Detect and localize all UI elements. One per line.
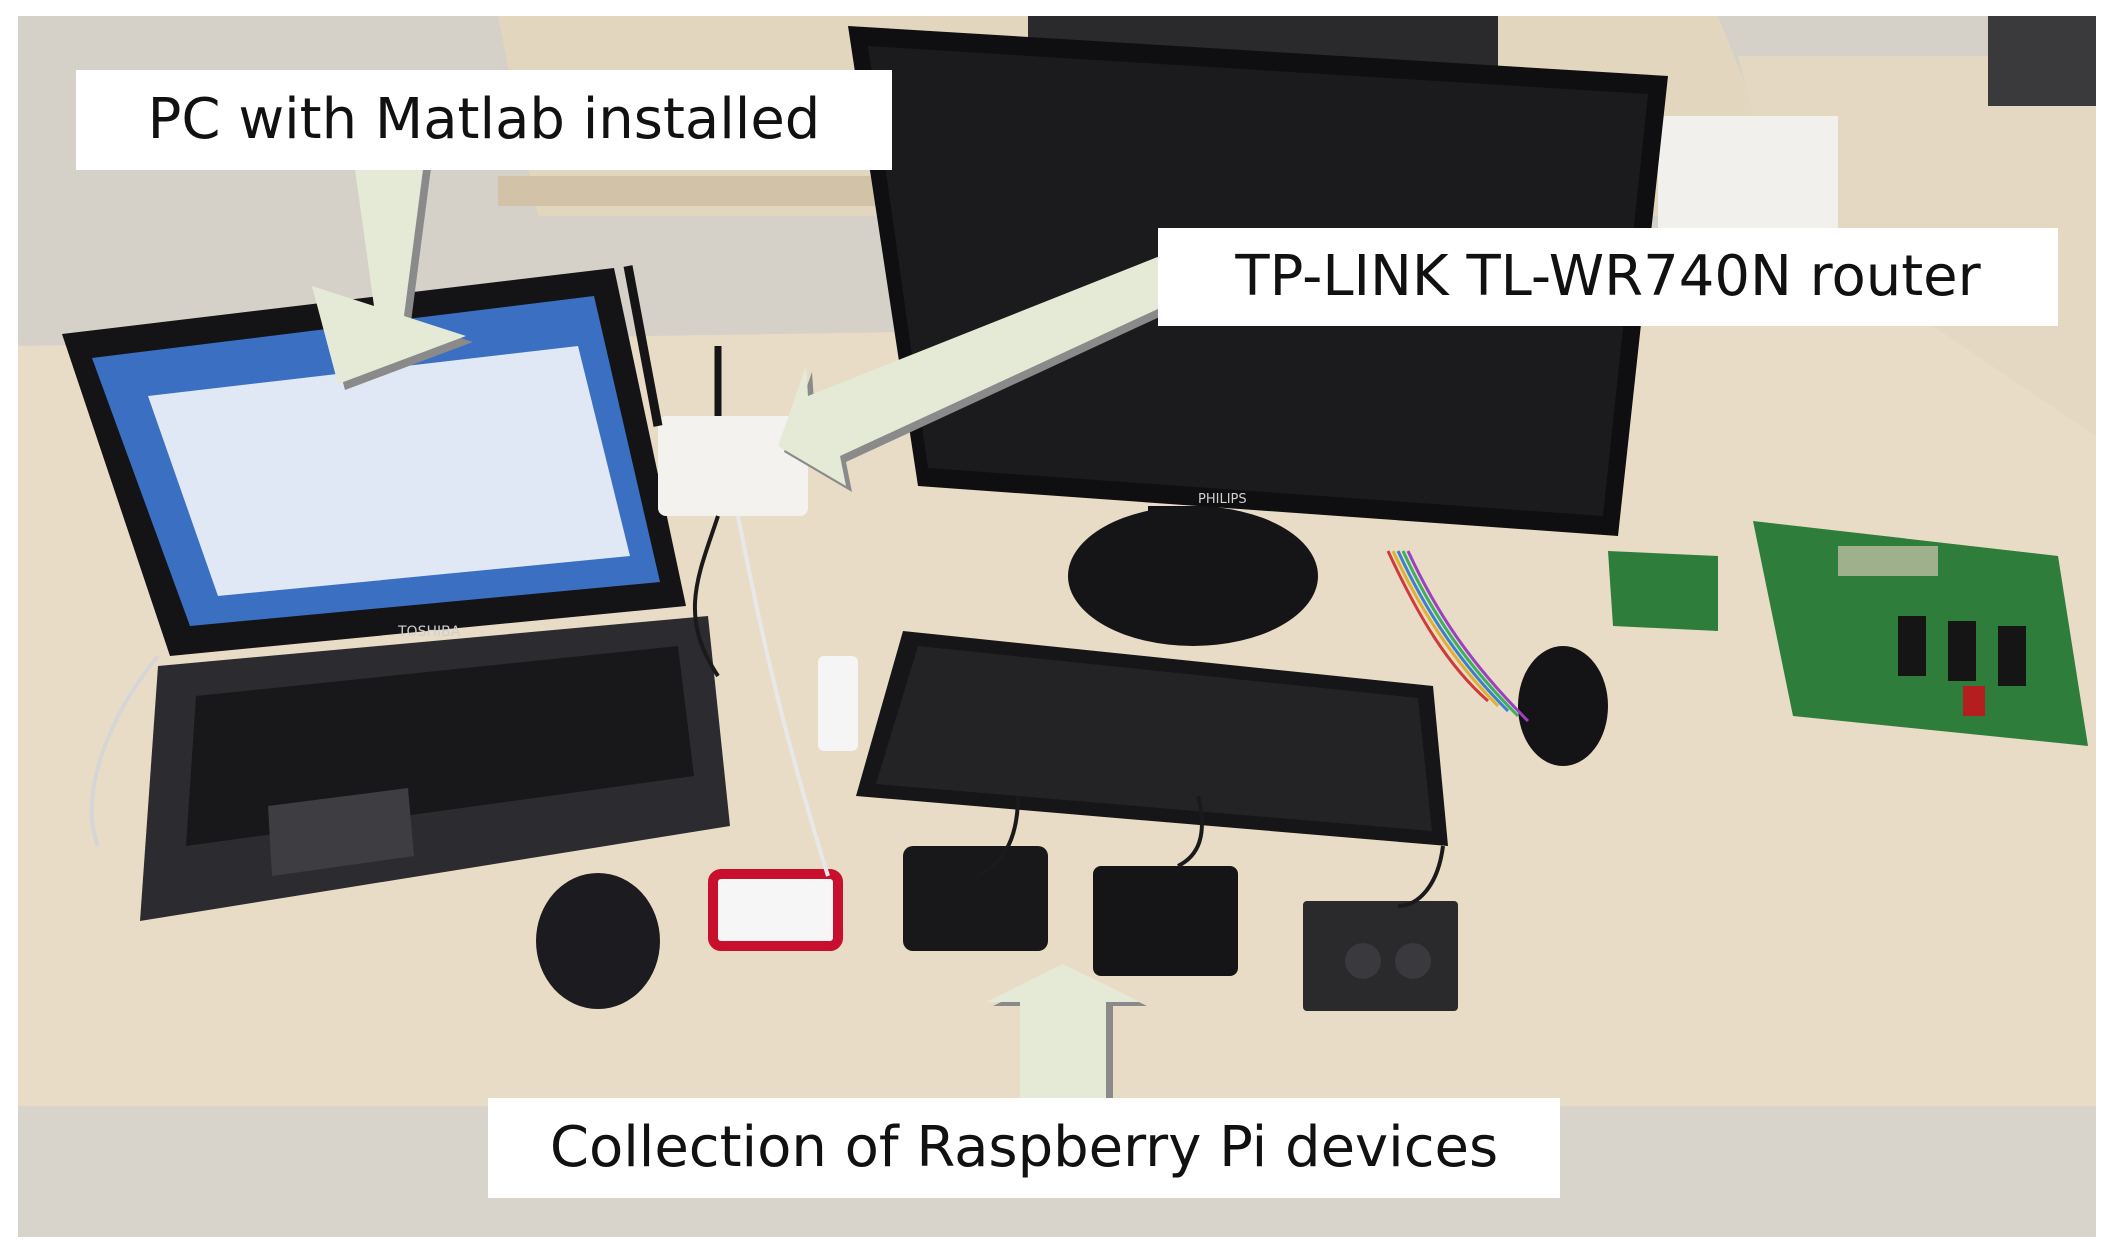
arrow-to-pc-body [312,162,466,384]
keyboard-keys [876,646,1432,831]
laptop-brand: TOSHIBA [397,624,461,640]
arrow-to-raspberry-pi-body [986,964,1140,1098]
cables [89,515,1445,908]
mouse-left [536,873,660,1009]
usb-hub [818,656,858,751]
label-pc-with-matlab: PC with Matlab installed [76,70,892,170]
heatsink-fan-2 [1395,943,1431,979]
raspberry-pi-case-2 [1093,866,1238,976]
back-desk-left-edge [498,176,878,206]
fpga-chip-2 [1948,621,1976,681]
arrow-to-pc [312,162,473,390]
laptop-touchpad [268,788,414,876]
white-cabinet [1658,116,1838,236]
jumper-wires [1386,550,1530,723]
lab-setup-photo: TOSHIBA PHILIPS [18,16,2096,1237]
arrow-to-router-body [778,256,1160,486]
laptop: TOSHIBA [62,268,730,921]
fpga-lcd [1838,546,1938,576]
router [623,265,808,516]
laptop-screen-window [148,346,630,596]
projector-box [1988,16,2096,106]
heatsink-fan-1 [1345,943,1381,979]
router-body [658,416,808,516]
laptop-keyboard [186,646,694,846]
fpga-chip-3 [1998,626,2026,686]
fpga-chip-1 [1898,616,1926,676]
label-raspberry-pi-collection: Collection of Raspberry Pi devices [488,1098,1560,1198]
raspberry-pi-zero-case [708,869,843,951]
fpga-boards [1608,521,2088,746]
raspberry-pi-heatsink-board [1303,901,1458,1011]
raspberry-pi-case-1 [903,846,1048,951]
small-pcb [1608,551,1718,631]
router-antenna-left [623,265,663,427]
monitor-stand-base [1068,506,1318,646]
arrow-to-router [778,256,1166,492]
label-router: TP-LINK TL-WR740N router [1158,228,2058,326]
raspberry-pi-devices [708,846,1458,1011]
monitor-brand: PHILIPS [1198,492,1247,507]
arrow-to-raspberry-pi [986,964,1147,1102]
mouse-right [1518,646,1608,766]
fpga-connector-red [1963,686,1985,716]
